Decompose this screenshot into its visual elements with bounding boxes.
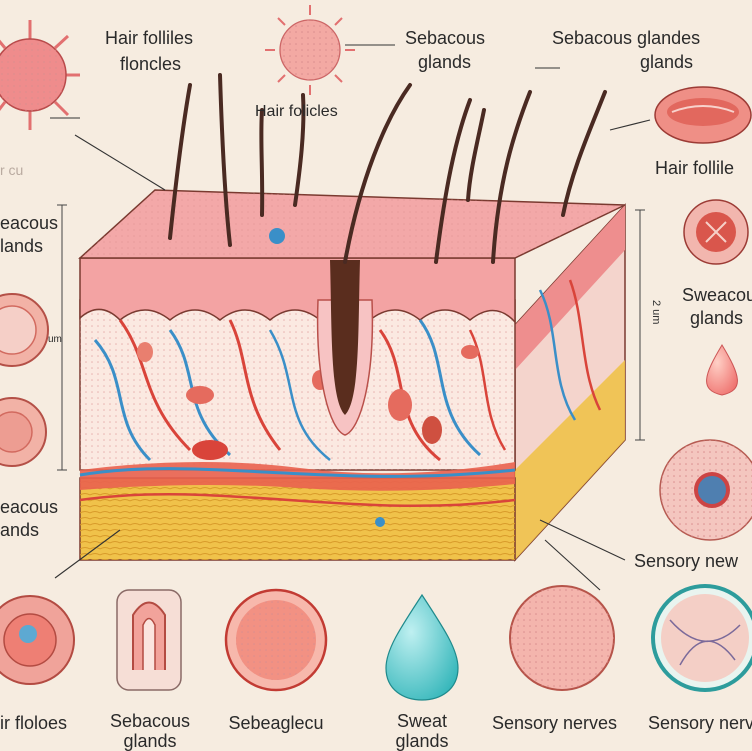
label-left-faint: r cu — [0, 162, 24, 178]
label-top-center-2: glands — [418, 52, 472, 72]
label-bottom-1: ir floloes — [0, 713, 68, 733]
nerve-icon-right — [659, 439, 752, 541]
label-right-sweat-2: glands — [690, 308, 744, 328]
gland-icon-left-2 — [0, 397, 47, 467]
label-right-hair: Hair follile — [655, 158, 735, 178]
bottom-icon-4 — [385, 593, 459, 701]
label-left-gland-2: lands — [0, 236, 44, 256]
hair-strands — [168, 73, 607, 264]
bottom-icon-3 — [224, 588, 328, 692]
cell-icon-top-center — [265, 5, 355, 95]
gland-icon-right-1 — [683, 199, 749, 265]
cell-icon-top-left — [0, 20, 80, 130]
label-left-gland-3: eacous — [0, 497, 59, 517]
label-top-center-1: Sebacous — [405, 28, 486, 48]
label-bottom-4a: Sweat — [396, 711, 448, 731]
scale-bars — [57, 204, 645, 471]
bottom-icon-1 — [0, 595, 75, 685]
gland-icon-top-right — [654, 86, 752, 144]
leader-lines — [50, 44, 651, 591]
label-top-right-1: Sebacous glandes — [552, 28, 701, 48]
label-right-sweat-1: Sweacous — [682, 285, 752, 305]
gland-icon-left-1 — [0, 293, 49, 367]
bottom-icon-5 — [509, 585, 615, 691]
label-bottom-5: Sensory nerves — [492, 713, 618, 733]
label-bottom-2b: glands — [123, 731, 177, 751]
label-left-gland-4: ands — [0, 520, 40, 540]
drop-icon-right — [706, 344, 738, 396]
label-bottom-4b: glands — [395, 731, 449, 751]
label-bottom-2a: Sebacous — [109, 711, 191, 731]
epidermis-layer — [79, 257, 516, 324]
scale-label-left: um — [48, 334, 62, 345]
label-top-right-2: glands — [640, 52, 694, 72]
label-top-center-hair: Hair folicles — [255, 103, 338, 120]
label-bottom-3: Sebeaglecu — [228, 713, 324, 733]
label-right-sensory: Sensory new — [634, 551, 739, 571]
label-top-left-2: floncles — [120, 54, 182, 74]
bottom-icon-6 — [651, 584, 752, 692]
surface-marker — [269, 228, 285, 244]
skin-block — [78, 73, 626, 562]
scale-label-right: 2 um — [650, 300, 662, 325]
bottom-icon-2 — [116, 589, 182, 691]
label-top-left-1: Hair folliles — [105, 28, 194, 48]
label-bottom-6: Sensory nerv — [648, 713, 752, 733]
label-left-gland-1: eacous — [0, 213, 59, 233]
